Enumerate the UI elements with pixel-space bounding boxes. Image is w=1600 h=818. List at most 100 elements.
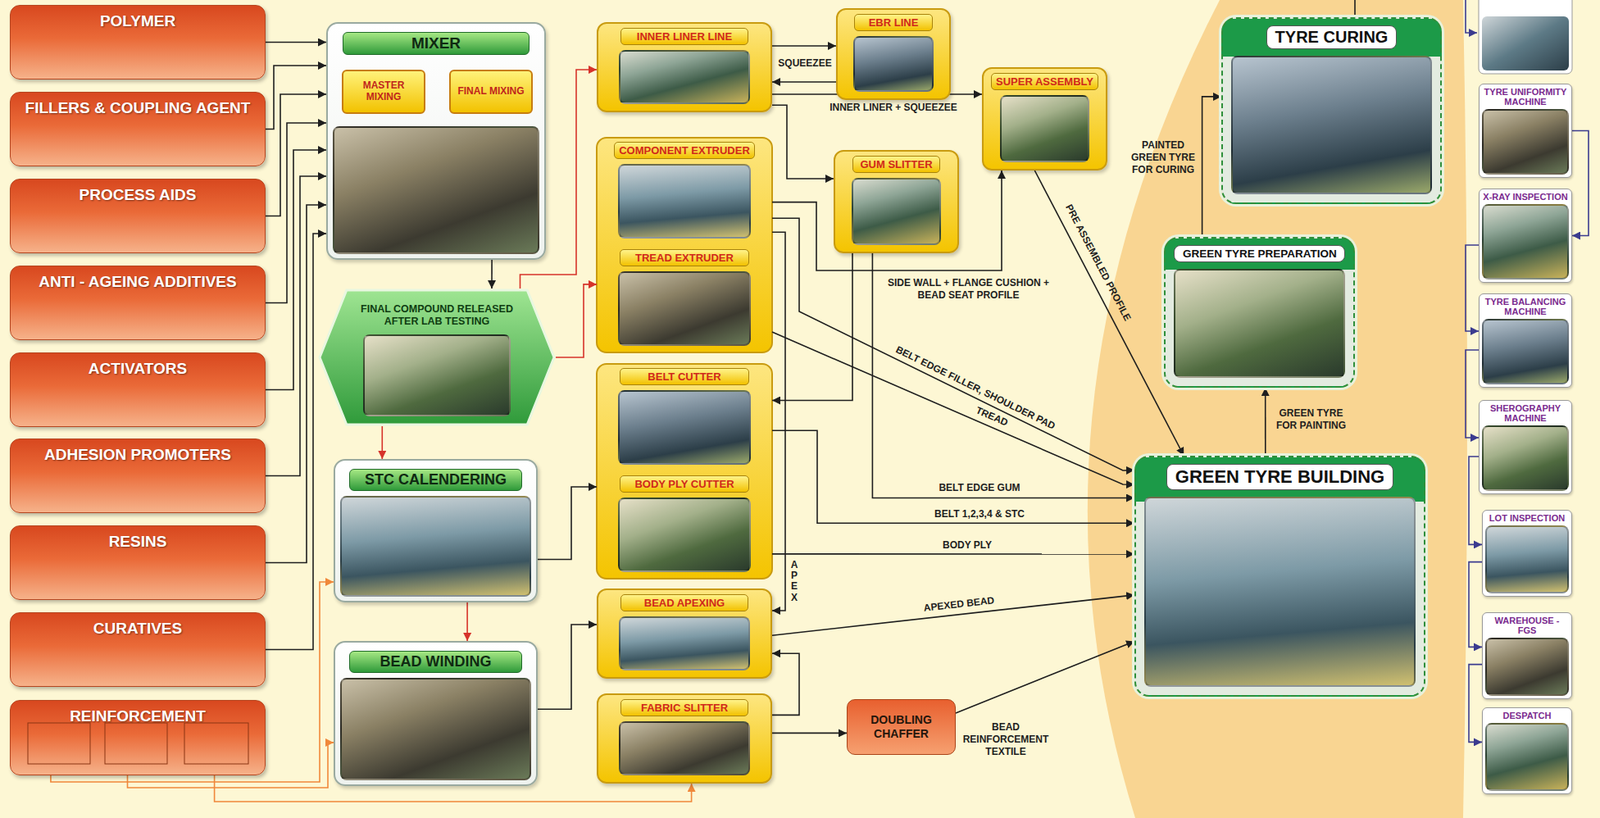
station-section: COMPONENT EXTRUDER xyxy=(596,137,773,246)
stage-title: GREEN TYRE BUILDING xyxy=(1175,466,1385,488)
step-box: FINAL MIXING xyxy=(449,69,533,114)
station-box: INNER LINER LINE xyxy=(596,22,773,113)
connector xyxy=(1264,387,1267,456)
box-label: PROCESS AIDS xyxy=(79,186,197,205)
release-hexagon: FINAL COMPOUND RELEASED AFTER LAB TESTIN… xyxy=(318,288,556,427)
connector xyxy=(772,553,1135,555)
station-title: INNER LINER LINE xyxy=(625,30,743,43)
edge-label: BEAD REINFORCEMENT TEXTILE xyxy=(960,721,1051,759)
connector xyxy=(772,253,853,401)
title-pill: GREEN TYRE PREPARATION xyxy=(1173,245,1346,263)
station-title: TREAD EXTRUDER xyxy=(624,251,745,264)
process-title: BEAD WINDING xyxy=(350,653,523,671)
station-group xyxy=(596,363,773,579)
header-pill: BEAD APEXING xyxy=(620,594,748,612)
stage-panel: GREEN TYRE BUILDING xyxy=(1134,455,1426,697)
station-title: GUM SLITTER xyxy=(857,158,935,171)
photo xyxy=(1481,16,1569,71)
edge-label: PRE ASSEMBLED PROFILE xyxy=(1059,195,1137,329)
photo xyxy=(1485,637,1569,696)
connector xyxy=(772,331,1135,485)
connector xyxy=(955,640,1135,714)
flow-line xyxy=(1354,0,1356,18)
connector xyxy=(466,602,469,641)
box-label: RESINS xyxy=(109,532,168,551)
process-panel: BEAD WINDING xyxy=(333,640,538,787)
connector xyxy=(772,104,834,179)
header-pill: FABRIC SLITTER xyxy=(620,699,748,717)
inspection-box: DESPATCH xyxy=(1481,707,1573,795)
box-label: CURATIVES xyxy=(93,619,182,638)
connector xyxy=(265,233,327,650)
edge-label: SQUEEZEE xyxy=(775,57,835,70)
header-bar: STC CALENDERING xyxy=(349,468,523,491)
photo xyxy=(1231,55,1432,195)
photo xyxy=(1481,425,1569,491)
material-box: ACTIVATORS xyxy=(9,352,266,428)
station-title: SUPER ASSEMBLY xyxy=(995,75,1094,88)
connector xyxy=(381,426,383,460)
photo xyxy=(618,616,750,671)
title-pill: TYRE CURING xyxy=(1266,25,1398,50)
station-title: TYRE BALANCING MACHINE xyxy=(1481,296,1569,317)
connector xyxy=(1572,131,1589,237)
edge-label: APEX xyxy=(789,559,800,604)
edge-label: GREEN TYRE FOR PAINTING xyxy=(1272,407,1350,432)
connector xyxy=(772,81,837,83)
edge-label: APEXED BEAD xyxy=(917,593,1000,615)
station-title: BEAD APEXING xyxy=(625,596,743,610)
box-label: DOUBLING CHAFFER xyxy=(850,713,952,741)
inspection-box: WAREHOUSE - FGS xyxy=(1481,612,1573,700)
connector xyxy=(772,231,786,611)
photo xyxy=(618,271,751,346)
photo xyxy=(853,36,934,92)
box-label: FILLERS & COUPLING AGENT xyxy=(25,99,251,118)
photo xyxy=(1485,525,1569,594)
header-pill: GUM SLITTER xyxy=(852,155,940,173)
header-pill: BELT CUTTER xyxy=(619,368,750,386)
connector xyxy=(490,259,493,289)
station-title: SHEROGRAPHY MACHINE xyxy=(1481,403,1569,423)
reinforcement-sample xyxy=(104,722,168,764)
station-box: FABRIC SLITTER xyxy=(596,693,773,784)
edge-label: BELT EDGE GUM xyxy=(926,481,1033,495)
header-pill: TREAD EXTRUDER xyxy=(619,249,750,267)
station-title: TYRE UNIFORMITY MACHINE xyxy=(1481,86,1569,107)
reinforcement-sample xyxy=(184,722,249,764)
station-box: SUPER ASSEMBLY xyxy=(981,67,1108,171)
box-label: REINFORCEMENT xyxy=(69,707,206,726)
photo xyxy=(618,497,751,573)
station-title: BELT CUTTER xyxy=(624,370,745,383)
connector xyxy=(772,45,837,47)
station-title: LOT INSPECTION xyxy=(1489,513,1565,523)
inspection-box: SHEROGRAPHY MACHINE xyxy=(1478,400,1573,495)
header-pill: BODY PLY CUTTER xyxy=(619,475,750,493)
connector xyxy=(772,653,800,715)
inspection-box: TYRE BALANCING MACHINE xyxy=(1478,293,1573,388)
connector xyxy=(1202,96,1222,237)
inspection-box: LOT INSPECTION xyxy=(1481,509,1573,597)
release-label: FINAL COMPOUND RELEASED AFTER LAB TESTIN… xyxy=(350,303,523,328)
photo xyxy=(1481,318,1569,385)
edge-label: SIDE WALL + FLANGE CUSHION + BEAD SEAT P… xyxy=(880,277,1057,302)
station-title: BODY PLY CUTTER xyxy=(624,477,745,491)
connector xyxy=(772,170,1002,271)
connector xyxy=(537,624,597,710)
station-title: COMPONENT EXTRUDER xyxy=(618,144,750,157)
connector xyxy=(1465,245,1479,332)
material-box: RESINS xyxy=(9,525,266,600)
edge-label: BELT 1,2,3,4 & STC xyxy=(918,508,1041,521)
header-pill: EBR LINE xyxy=(854,13,933,32)
photo xyxy=(363,334,511,417)
connector xyxy=(1465,350,1479,438)
process-panel: MIXERMASTER MIXINGFINAL MIXING xyxy=(326,22,546,260)
station-box: GUM SLITTER xyxy=(833,150,960,254)
photo xyxy=(332,126,540,255)
photo xyxy=(1481,204,1569,280)
connector xyxy=(265,94,327,217)
photo xyxy=(340,495,532,597)
title-pill: GREEN TYRE BUILDING xyxy=(1166,463,1394,491)
box-label: ADHESION PROMOTERS xyxy=(44,445,232,464)
material-box: FILLERS & COUPLING AGENT xyxy=(9,91,266,167)
